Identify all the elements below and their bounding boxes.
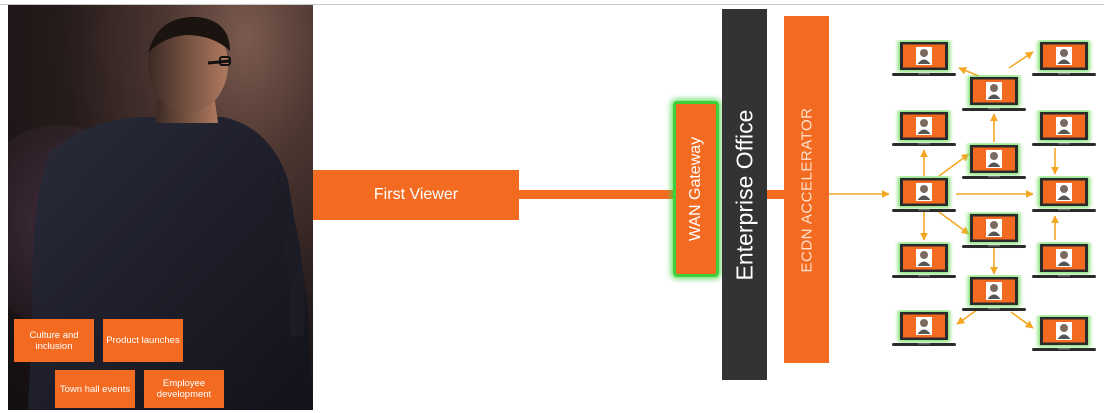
presenter-photo: Culture and inclusion Product launches T… [8,5,313,410]
first-viewer-box: First Viewer [313,170,519,220]
viewer-laptop-icon [892,40,956,76]
arrow-center-upper-mid [938,153,970,177]
viewer-laptop-icon [892,176,956,212]
viewer-laptop-icon [962,75,1026,111]
viewer-laptop-icon [1032,176,1096,212]
arrow-bottom-right [1010,311,1034,329]
presenter-silhouette [28,16,313,410]
viewer-laptop-icon [962,275,1026,311]
connector-enterprise [767,190,785,199]
viewer-laptop-icon [1032,110,1096,146]
arrow-top-left [958,66,980,77]
wan-gateway-label: WAN Gateway [687,136,704,242]
tile-town-hall-events: Town hall events [55,370,135,408]
arrow-top-right [1008,51,1034,69]
viewer-laptop-icon [1032,242,1096,278]
ecdn-accelerator-label: ECDN ACCELERATOR [798,107,815,272]
tile-employee-development: Employee development [144,370,224,408]
network-arrows [829,51,1059,329]
viewer-laptop-icon [892,242,956,278]
viewer-laptop-icon [962,143,1026,179]
wan-gateway-box: WAN Gateway [673,101,719,277]
connector-first-viewer [519,190,677,199]
viewer-laptop-icon [962,212,1026,248]
ecdn-accelerator-bar: ECDN ACCELERATOR [784,16,829,363]
viewer-laptop-icon [1032,40,1096,76]
tile-culture-inclusion: Culture and inclusion [14,319,94,362]
enterprise-office-label: Enterprise Office [731,109,757,280]
top-border [0,4,1104,5]
viewer-network [829,30,1104,360]
tile-product-launches: Product launches [103,319,183,362]
arrow-center-lower-mid [938,211,970,235]
enterprise-office-bar: Enterprise Office [722,9,767,380]
viewer-laptop-icon [892,110,956,146]
first-viewer-label: First Viewer [373,186,459,203]
viewer-laptop-icon [892,310,956,346]
viewer-laptop-icon [1032,315,1096,351]
arrow-bottom-left [956,309,978,325]
